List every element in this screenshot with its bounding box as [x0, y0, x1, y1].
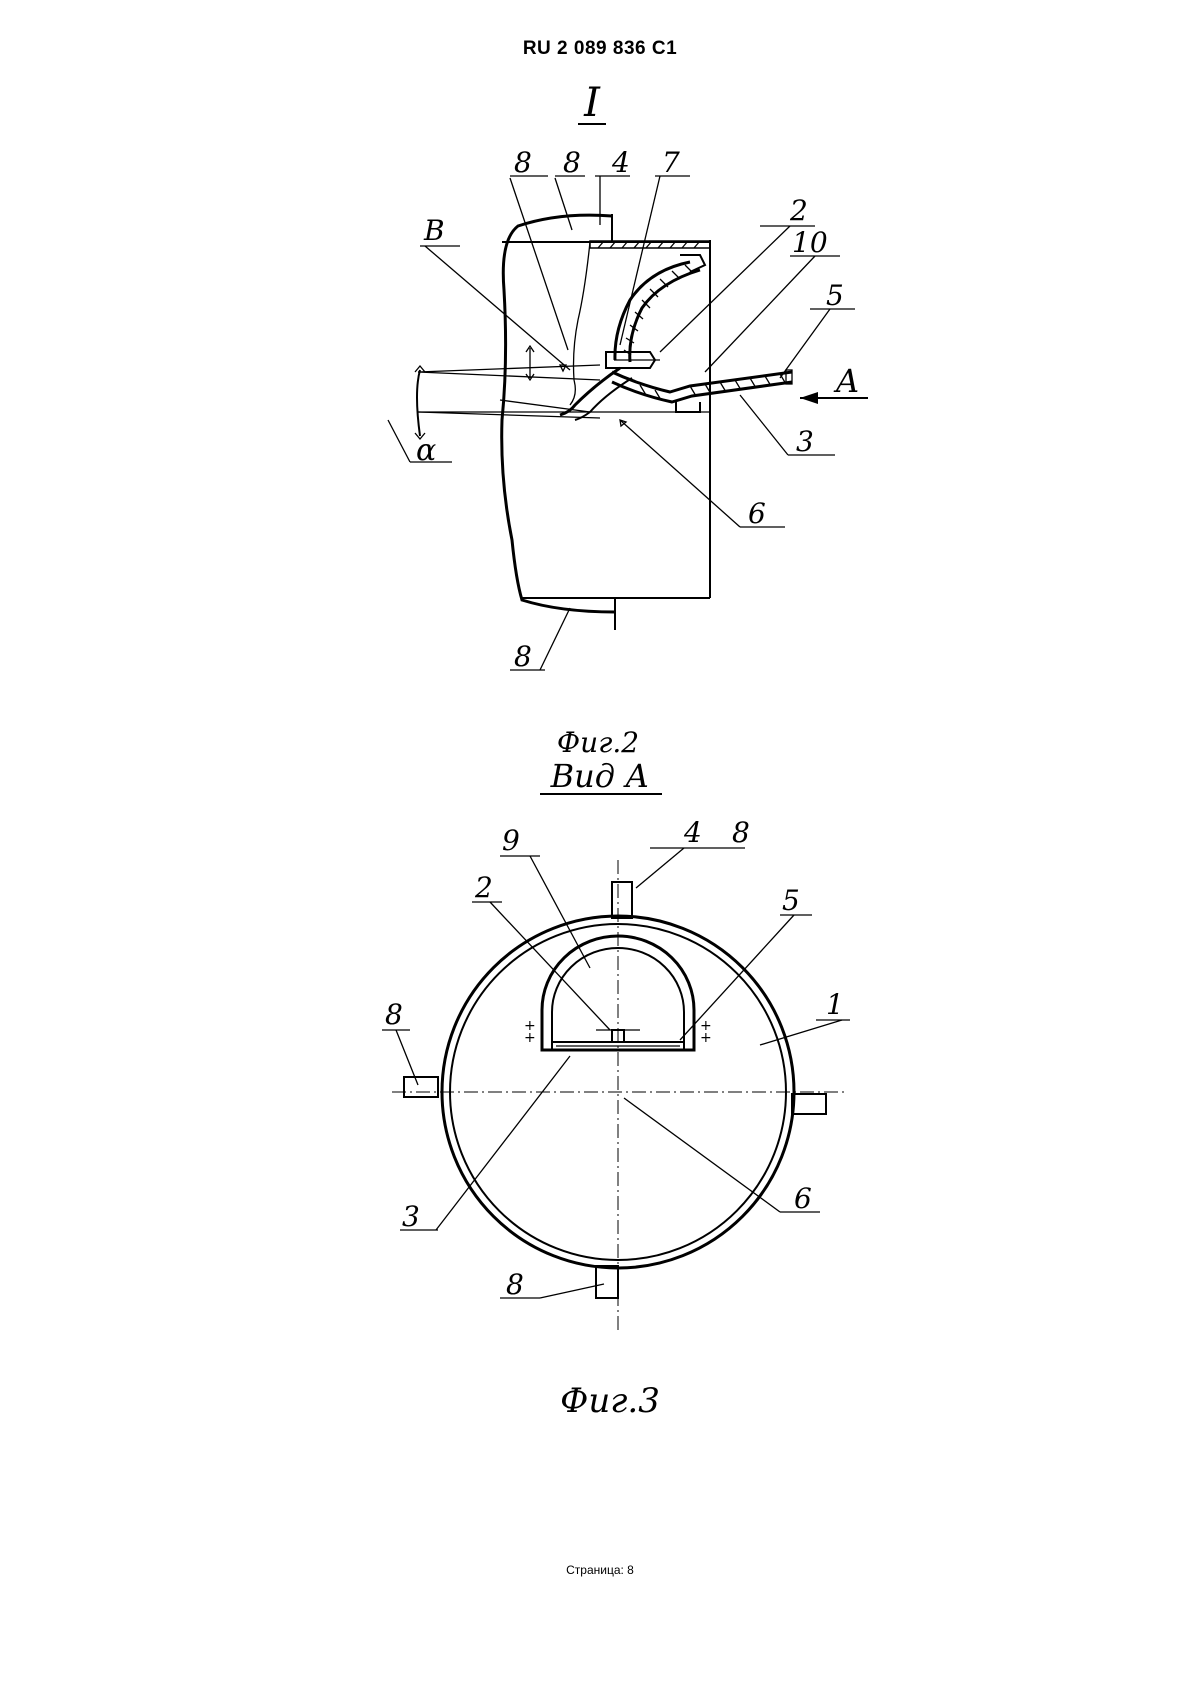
figure-2-callouts: 8 8 4 7 2 10 B 5 A 3 α 6 8 [416, 146, 859, 673]
callout-7: 7 [662, 146, 680, 179]
figure-3-caption: Фиг.3 [560, 1381, 660, 1421]
callout-4: 4 [611, 146, 630, 179]
callout-alpha: α [416, 433, 436, 468]
callout-8: 8 [506, 1268, 524, 1301]
callout-8: 8 [514, 640, 532, 673]
page-footer: Страница: 8 [566, 1563, 634, 1577]
callout-4: 4 [683, 816, 702, 849]
section-label: I [583, 80, 601, 126]
patent-header: RU 2 089 836 C1 [522, 38, 678, 59]
callout-8: 8 [563, 146, 581, 179]
callout-8: 8 [732, 816, 750, 849]
view-a-label: Вид А [550, 757, 650, 795]
callout-8: 8 [514, 146, 532, 179]
callout-2: 2 [474, 871, 493, 904]
callout-5: 5 [826, 279, 844, 312]
callout-10: 10 [792, 226, 828, 259]
callout-3: 3 [796, 425, 814, 458]
svg-text:+: + [524, 1030, 536, 1046]
callout-2: 2 [789, 194, 808, 227]
figure-2: I [387, 80, 868, 671]
callout-6: 6 [794, 1182, 812, 1215]
svg-text:+: + [524, 1018, 536, 1034]
pipe-body-outline [500, 213, 616, 614]
callout-a: A [833, 362, 859, 400]
figure-3-callouts: 9 4 8 2 5 8 1 3 6 8 [385, 816, 844, 1301]
callout-1: 1 [826, 988, 844, 1021]
callout-8: 8 [385, 998, 403, 1031]
figure-2-caption: Фиг.2 [557, 726, 639, 759]
callout-b: B [423, 214, 445, 247]
svg-text:+: + [700, 1018, 712, 1034]
svg-text:+: + [700, 1030, 712, 1046]
callout-5: 5 [782, 884, 800, 917]
callout-3: 3 [402, 1200, 420, 1233]
callout-9: 9 [502, 824, 520, 857]
figure-3: + + + + [382, 847, 850, 1330]
callout-6: 6 [748, 497, 766, 530]
